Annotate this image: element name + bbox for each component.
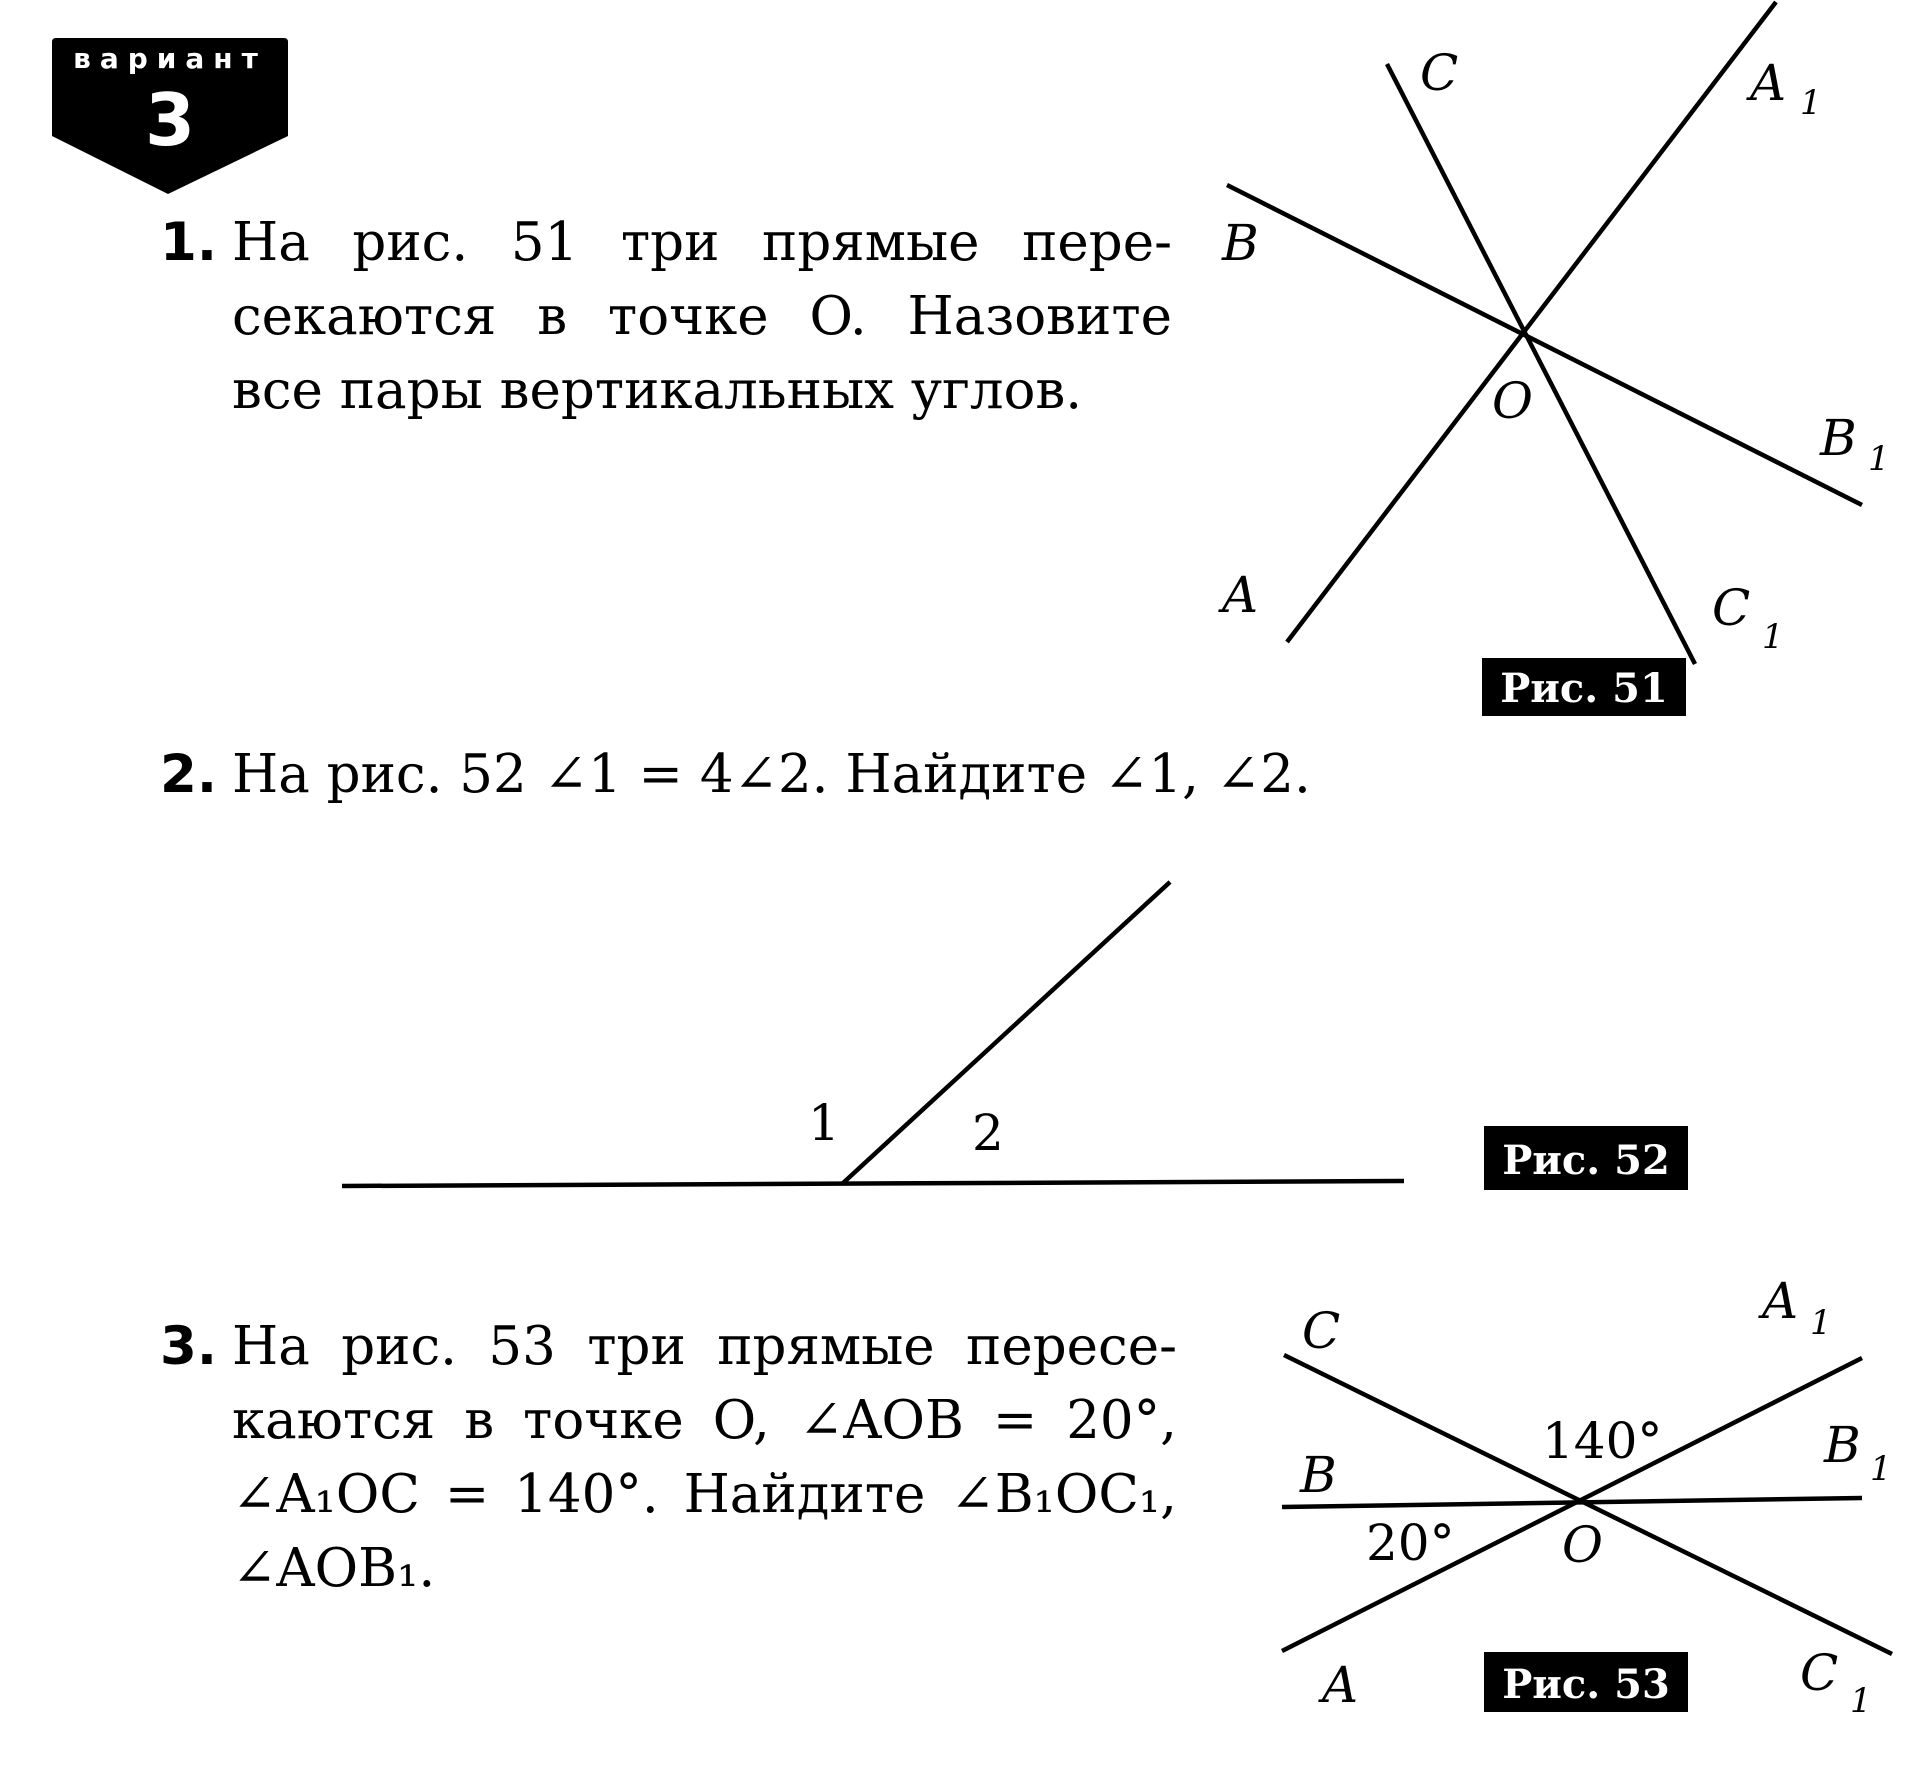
- figure-caption: Рис. 51: [1500, 665, 1668, 712]
- caption-box: [1484, 1126, 1688, 1190]
- figure-52: 1 2 Рис. 52: [341, 880, 1688, 1190]
- label-b1: B: [1819, 409, 1857, 467]
- angle-1-label: 1: [808, 1094, 840, 1152]
- problem-text-line: На рис. 53 три прямые пересе-: [232, 1316, 1177, 1377]
- label-c1-subscript: 1: [1850, 1681, 1872, 1721]
- problem-text-line: ∠A₁OC = 140°. Найдите ∠B₁OC₁,: [232, 1464, 1177, 1525]
- label-a1-subscript: 1: [1810, 1303, 1832, 1343]
- label-o: O: [1492, 372, 1533, 430]
- variant-number: 3: [144, 78, 196, 162]
- label-a1: A: [1746, 54, 1786, 112]
- label-a: A: [1318, 1656, 1358, 1714]
- problem-text-line: каются в точке O, ∠AOB = 20°,: [232, 1390, 1177, 1451]
- line-b-b1: [1225, 182, 1864, 508]
- figure-caption: Рис. 52: [1502, 1137, 1670, 1184]
- problem-text-line: На рис. 52 ∠1 = 4∠2. Найдите ∠1, ∠2.: [232, 744, 1311, 805]
- variant-badge: вариант 3: [52, 38, 288, 194]
- angle-140-label: 140°: [1542, 1412, 1662, 1470]
- figure-caption: Рис. 53: [1502, 1661, 1670, 1708]
- problem-number: 3.: [160, 1316, 218, 1377]
- problem-number: 2.: [160, 744, 218, 805]
- label-c1: C: [1712, 579, 1750, 637]
- problem-number: 1.: [160, 212, 218, 273]
- problem-text-line: ∠AOB₁.: [232, 1538, 436, 1599]
- label-a1-subscript: 1: [1800, 83, 1822, 123]
- label-a1: A: [1758, 1272, 1798, 1330]
- caption-box: [1482, 658, 1686, 716]
- label-c: C: [1302, 1302, 1340, 1360]
- label-b: B: [1299, 1446, 1337, 1504]
- problem-text-line: На рис. 51 три прямые пере-: [232, 212, 1172, 273]
- label-c1: C: [1800, 1644, 1838, 1702]
- base-line: [341, 1178, 1405, 1189]
- label-b1: B: [1823, 1416, 1861, 1474]
- figure-51: C A 1 B O B 1 A C 1 Рис. 51: [1218, 0, 1890, 716]
- badge-shape: [52, 38, 288, 194]
- label-b: B: [1221, 214, 1259, 272]
- angle-20-label: 20°: [1366, 1514, 1455, 1572]
- label-b1-subscript: 1: [1870, 1449, 1892, 1489]
- label-b1-subscript: 1: [1868, 439, 1890, 479]
- label-c: C: [1420, 44, 1458, 102]
- label-a: A: [1218, 566, 1258, 624]
- line-c-c1: [1384, 62, 1698, 666]
- label-c1-subscript: 1: [1762, 617, 1784, 657]
- figure-53: C A 1 140° B 1 B 20° O A Рис. 53 C 1: [1280, 1272, 1893, 1721]
- problem-text-line: секаются в точке O. Назовите: [232, 286, 1172, 347]
- line-b-b1: [1281, 1495, 1863, 1510]
- caption-box: [1484, 1652, 1688, 1712]
- angle-2-label: 2: [972, 1104, 1004, 1162]
- variant-word: вариант: [73, 42, 267, 75]
- label-o: O: [1562, 1516, 1603, 1574]
- line-a-a1: [1285, 0, 1778, 644]
- problem-text-line: все пары вертикальных углов.: [232, 360, 1083, 421]
- ray-line: [840, 880, 1172, 1186]
